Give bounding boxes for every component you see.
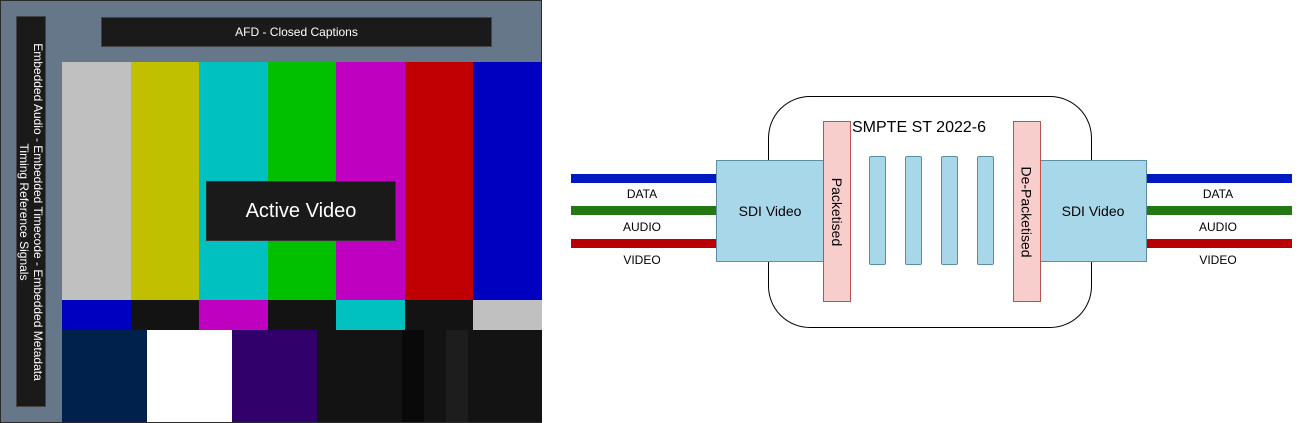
pluge-block bbox=[147, 330, 232, 422]
color-bar bbox=[130, 62, 200, 300]
ancillary-label-line-1: Embedded Audio - Embedded Timecode - Emb… bbox=[31, 42, 46, 381]
output-data-line bbox=[1146, 174, 1292, 183]
ip-packet bbox=[977, 156, 994, 265]
ancillary-data-label-wrap: Embedded Audio - Embedded Timecode - Emb… bbox=[16, 16, 46, 407]
pluge-block bbox=[468, 330, 542, 422]
reverse-color-bar bbox=[336, 300, 406, 330]
ip-packet bbox=[905, 156, 922, 265]
reverse-color-bar bbox=[62, 300, 131, 330]
reverse-color-bar bbox=[473, 300, 542, 330]
depacketiser-label: De-Packetised bbox=[1019, 165, 1036, 258]
output-video-line bbox=[1146, 239, 1292, 248]
ancillary-label-line-2: Timing Reference Signals bbox=[17, 143, 32, 280]
reverse-color-bar bbox=[404, 300, 474, 330]
pluge-block bbox=[232, 330, 317, 422]
packetiser-box: Packetised bbox=[823, 121, 851, 302]
color-bar bbox=[473, 62, 542, 300]
input-audio-line bbox=[571, 206, 716, 215]
test-pattern bbox=[62, 62, 542, 422]
sdi-video-output-box: SDI Video bbox=[1039, 160, 1147, 262]
output-audio-line bbox=[1146, 206, 1292, 215]
color-bar bbox=[404, 62, 474, 300]
input-data-label: DATA bbox=[626, 187, 658, 201]
pluge-block bbox=[446, 330, 468, 422]
active-video-label: Active Video bbox=[206, 181, 396, 241]
input-video-label: VIDEO bbox=[623, 253, 661, 267]
ip-packet bbox=[869, 156, 886, 265]
output-video-label: VIDEO bbox=[1199, 253, 1237, 267]
pluge-block bbox=[62, 330, 147, 422]
pluge-block bbox=[317, 330, 402, 422]
ip-packet bbox=[941, 156, 958, 265]
output-data-label: DATA bbox=[1202, 187, 1234, 201]
reverse-color-bar bbox=[267, 300, 337, 330]
depacketiser-box: De-Packetised bbox=[1013, 121, 1041, 302]
color-bar bbox=[62, 62, 131, 300]
afd-captions-panel: AFD - Closed Captions bbox=[101, 17, 492, 47]
packetiser-label: Packetised bbox=[829, 177, 846, 246]
output-audio-label: AUDIO bbox=[1198, 220, 1237, 234]
reverse-color-bar bbox=[199, 300, 269, 330]
reverse-color-bar bbox=[130, 300, 200, 330]
input-video-line bbox=[571, 239, 716, 248]
ancillary-data-label: Embedded Audio - Embedded Timecode - Emb… bbox=[17, 43, 45, 381]
input-audio-label: AUDIO bbox=[622, 220, 661, 234]
smpte-title: SMPTE ST 2022-6 bbox=[852, 119, 986, 136]
pluge-block bbox=[402, 330, 424, 422]
ancillary-data-panel bbox=[16, 16, 46, 407]
input-data-line bbox=[571, 174, 716, 183]
pluge-block bbox=[424, 330, 446, 422]
sdi-video-input-box: SDI Video bbox=[716, 160, 824, 262]
